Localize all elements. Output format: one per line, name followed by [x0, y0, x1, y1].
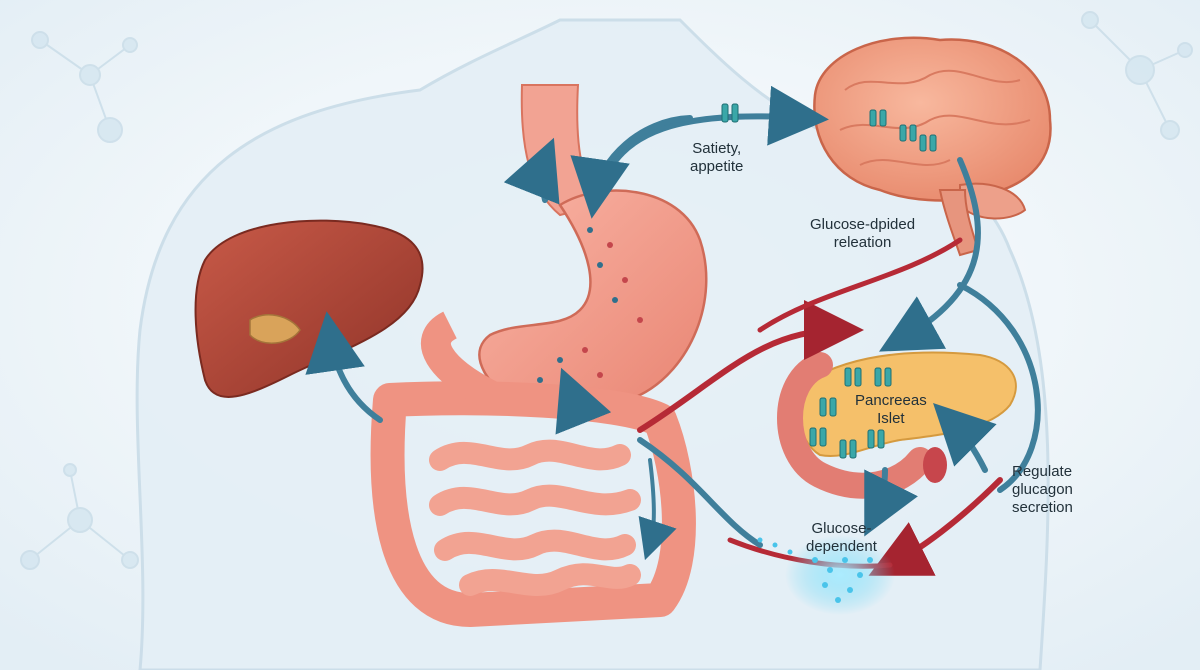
label-regulate-line1: Regulate [1012, 463, 1073, 480]
liver [194, 219, 424, 398]
label-pancreas-line1: Pancreeas [855, 392, 927, 409]
label-glucose-dpided-line2: releation [833, 234, 892, 251]
duodenum [421, 311, 497, 409]
label-regulate-glucagon: Regulate glucagon secretion [1012, 463, 1073, 517]
gallbladder [249, 314, 301, 344]
label-satiety-line1: Satiety, [692, 140, 742, 157]
small-intestine [429, 439, 641, 596]
label-pancreas-islet: Pancreeas Islet [855, 392, 927, 428]
label-glucose-dependent: Glucose- dependent [806, 520, 877, 556]
label-regulate-line3: secretion [1012, 499, 1073, 516]
brain-folds [839, 69, 1031, 166]
nutrient-particles [537, 227, 643, 383]
label-pancreas-line2: Islet [877, 410, 905, 427]
label-satiety: Satiety, appetite [690, 140, 743, 176]
label-glucose-dependent-line1: Glucose- [811, 520, 872, 537]
large-intestine [370, 381, 696, 627]
brainstem [938, 189, 980, 257]
duodenum-opening [923, 447, 947, 483]
glucose-glow [785, 535, 895, 615]
label-regulate-line2: glucagon [1012, 481, 1073, 498]
glucose-particles [757, 537, 873, 603]
molecule-decoration [20, 11, 1193, 570]
label-satiety-line2: appetite [690, 158, 744, 175]
receptor-icons [721, 103, 937, 459]
label-glucose-dependent-line2: dependent [806, 538, 877, 555]
label-glucose-dpided-line1: Glucose-dpided [810, 216, 916, 233]
label-glucose-dpided: Glucose-dpided releation [810, 216, 915, 252]
signal-arrows [305, 85, 1041, 561]
